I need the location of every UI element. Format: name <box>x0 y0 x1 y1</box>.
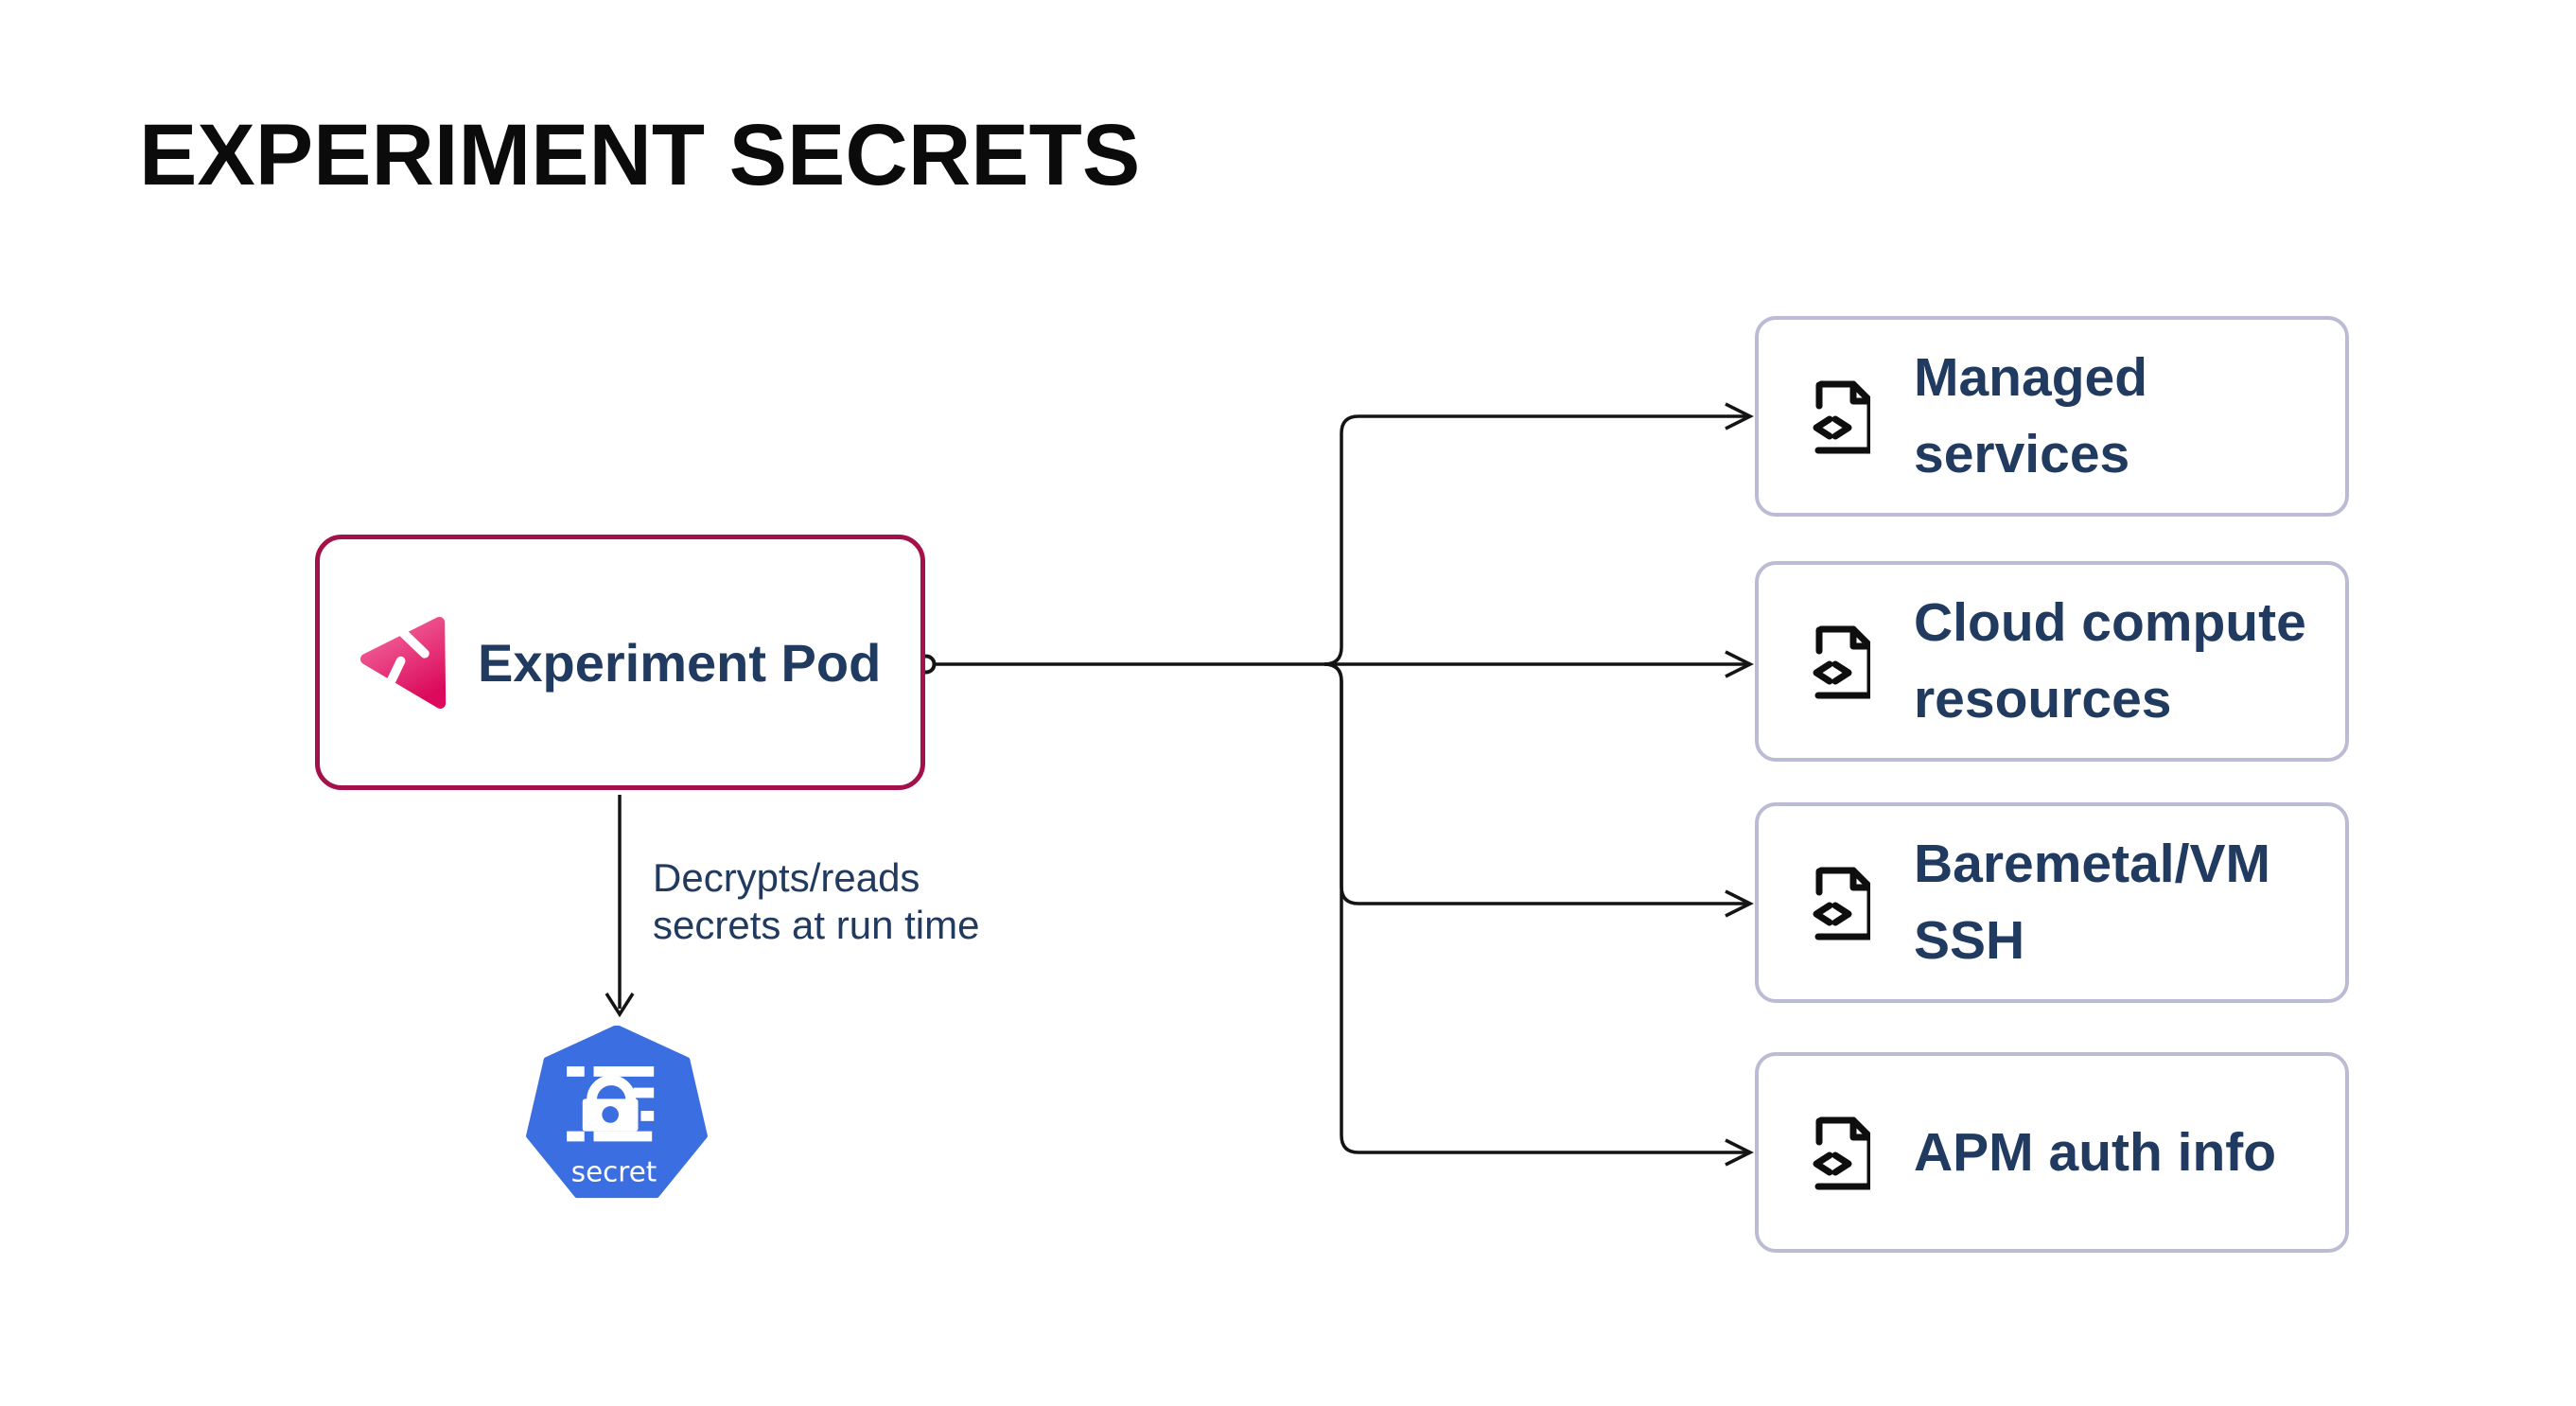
file-code-icon <box>1813 625 1870 699</box>
edge-branch-baremetal <box>1323 662 1750 905</box>
arrowhead-managed-services <box>1725 402 1754 431</box>
target-managed-services: Managed services <box>1755 316 2349 517</box>
experiment-pod-label: Experiment Pod <box>478 632 882 693</box>
target-label: APM auth info <box>1914 1121 2277 1183</box>
file-code-icon <box>1813 867 1870 940</box>
litmuschaos-logo-icon <box>359 616 447 709</box>
edge-annotation: Decrypts/reads secrets at run time <box>653 855 980 948</box>
edge-branch-apm <box>1323 662 1750 1154</box>
target-label: Baremetal/VM SSH <box>1914 834 2270 971</box>
kubernetes-secret-node: secret <box>524 1025 710 1206</box>
arrowhead-baremetal <box>1725 889 1754 918</box>
target-apm-auth-info: APM auth info <box>1755 1052 2349 1253</box>
edge-branch-managed-services <box>1323 414 1750 666</box>
experiment-pod-node: Experiment Pod <box>315 535 925 790</box>
secret-label: secret <box>571 1155 657 1187</box>
kubernetes-secret-icon: secret <box>526 1025 708 1199</box>
target-baremetal-vm-ssh: Baremetal/VM SSH <box>1755 802 2349 1003</box>
arrowhead-cloud-compute <box>1725 650 1754 678</box>
arrowhead-apm <box>1725 1138 1754 1167</box>
file-code-icon <box>1813 380 1870 454</box>
lock-keyhole <box>602 1106 619 1123</box>
arrowhead-secret <box>605 993 635 1018</box>
target-label: Cloud compute resources <box>1914 592 2306 729</box>
target-cloud-compute: Cloud compute resources <box>1755 561 2349 762</box>
target-label: Managed services <box>1914 347 2148 484</box>
page-title: EXPERIMENT SECRETS <box>139 107 1141 203</box>
file-code-icon <box>1813 1116 1870 1190</box>
lock-shackle <box>587 1075 637 1100</box>
